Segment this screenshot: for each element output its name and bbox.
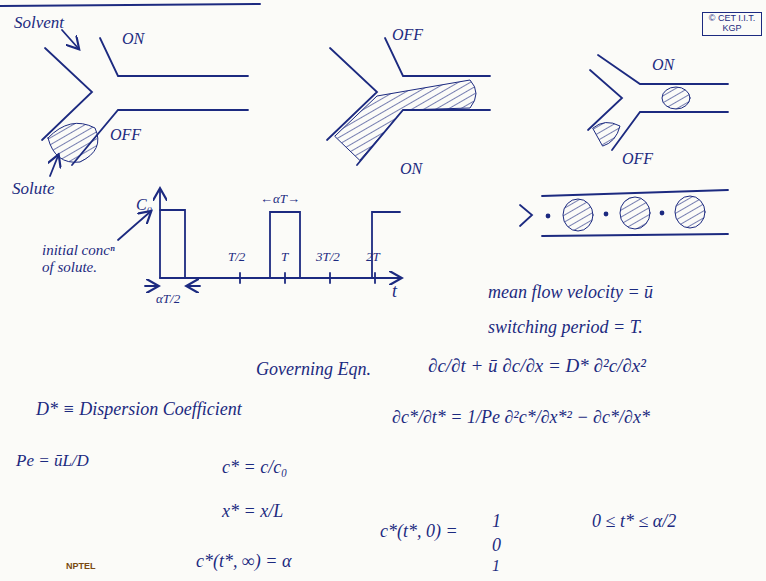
axis-name: t: [392, 282, 397, 302]
equation: 0: [492, 536, 501, 556]
dimension: ←αT→: [260, 192, 300, 206]
valve-state: ON: [122, 30, 144, 48]
note: initial concⁿ of solute.: [42, 242, 120, 275]
axis-tick: 3T/2: [316, 250, 340, 264]
equation: ∂c/∂t + ū ∂c/∂x = D* ∂²c/∂x²: [428, 356, 646, 377]
heading: Governing Eqn.: [256, 360, 371, 380]
equation: 1: [492, 512, 501, 532]
axis-tick: T: [281, 250, 288, 264]
note: D* ≡ Dispersion Coefficient: [36, 400, 242, 420]
watermark: © CET I.I.T. KGP: [702, 12, 762, 36]
equation: c*(t*, 0) =: [380, 522, 458, 542]
valve-state: ON: [400, 160, 422, 178]
dimension: αT/2: [156, 292, 180, 306]
valve-state: OFF: [622, 150, 653, 168]
note: mean flow velocity = ū: [488, 283, 653, 303]
equation: c* = c/c₀: [222, 458, 287, 478]
valve-state: ON: [652, 56, 674, 74]
flow-label: Solvent: [14, 14, 64, 33]
axis-value: C₀: [136, 196, 152, 214]
equation: Pe = ūL/D: [16, 452, 89, 471]
valve-state: OFF: [110, 126, 141, 144]
axis-tick: 2T: [366, 250, 380, 264]
equation: ∂c*/∂t* = 1/Pe ∂²c*/∂x*² − ∂c*/∂x*: [392, 408, 650, 428]
note: switching period = T.: [488, 318, 643, 338]
valve-state: OFF: [392, 26, 423, 44]
equation: 1: [492, 557, 500, 575]
logo-text: NPTEL: [66, 562, 96, 572]
equation: c*(t*, ∞) = α: [196, 552, 291, 572]
axis-tick: T/2: [228, 250, 245, 264]
equation: x* = x/L: [222, 502, 283, 522]
flow-label: Solute: [12, 180, 55, 199]
equation: 0 ≤ t* ≤ α/2: [592, 512, 676, 532]
